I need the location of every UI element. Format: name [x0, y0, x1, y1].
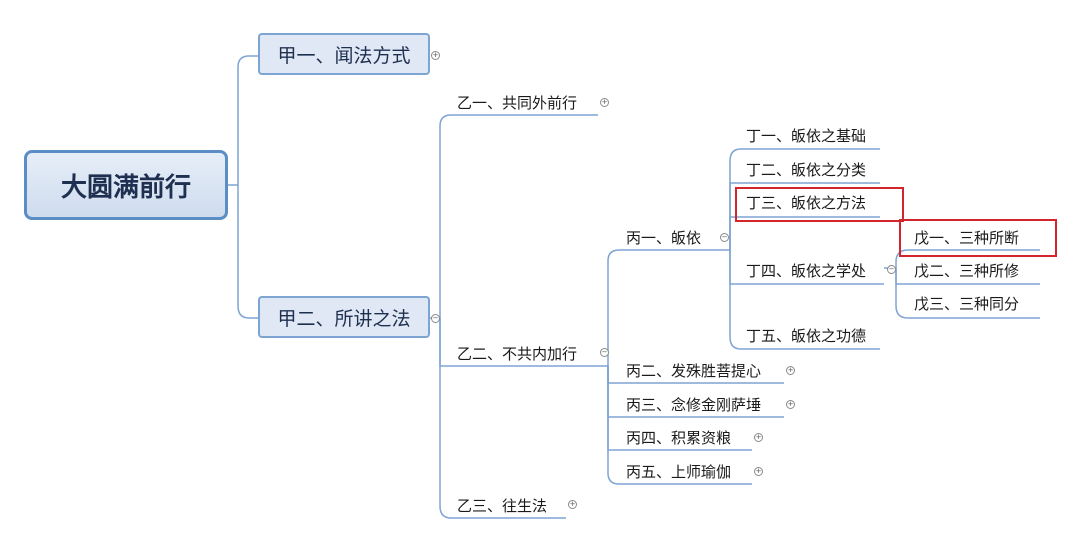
topic-bing-5[interactable]: 丙五、上师瑜伽: [626, 463, 732, 481]
minus-circle-icon[interactable]: −: [720, 233, 729, 242]
highlight-box: [899, 219, 1057, 257]
topic-yi-1[interactable]: 乙一、共同外前行: [457, 94, 578, 112]
plus-circle-icon[interactable]: +: [786, 366, 795, 375]
topic-ding-2[interactable]: 丁二、皈依之分类: [746, 161, 867, 179]
plus-circle-icon[interactable]: +: [754, 467, 763, 476]
plus-circle-icon[interactable]: +: [786, 400, 795, 409]
plus-circle-icon[interactable]: +: [600, 98, 609, 107]
topic-wu-2[interactable]: 戊二、三种所修: [914, 262, 1020, 280]
topic-bing-1[interactable]: 丙一、皈依: [626, 229, 702, 247]
topic-jia-2[interactable]: 甲二、所讲之法: [258, 296, 430, 338]
topic-wu-1[interactable]: 戊一、三种所断: [914, 229, 1020, 247]
topic-jia-1[interactable]: 甲一、闻法方式: [258, 33, 430, 75]
topic-bing-2[interactable]: 丙二、发殊胜菩提心: [626, 362, 762, 380]
topic-ding-1[interactable]: 丁一、皈依之基础: [746, 127, 867, 145]
plus-circle-icon[interactable]: +: [754, 433, 763, 442]
topic-bing-4[interactable]: 丙四、积累资粮: [626, 429, 732, 447]
topic-ding-5[interactable]: 丁五、皈依之功德: [746, 327, 867, 345]
topic-ding-4[interactable]: 丁四、皈依之学处: [746, 262, 867, 280]
topic-yi-2[interactable]: 乙二、不共内加行: [457, 345, 578, 363]
minus-circle-icon[interactable]: −: [431, 314, 440, 323]
minus-circle-icon[interactable]: −: [600, 348, 609, 357]
topic-ding-3[interactable]: 丁三、皈依之方法: [746, 194, 867, 212]
minus-circle-icon[interactable]: −: [887, 265, 896, 274]
topic-wu-3[interactable]: 戊三、三种同分: [914, 295, 1020, 313]
topic-bing-3[interactable]: 丙三、念修金刚萨埵: [626, 396, 762, 414]
highlight-box: [735, 187, 904, 222]
plus-circle-icon[interactable]: +: [568, 500, 577, 509]
plus-circle-icon[interactable]: +: [431, 51, 440, 60]
topic-yi-3[interactable]: 乙三、往生法: [457, 497, 548, 515]
root-topic[interactable]: 大圆满前行: [24, 150, 228, 220]
